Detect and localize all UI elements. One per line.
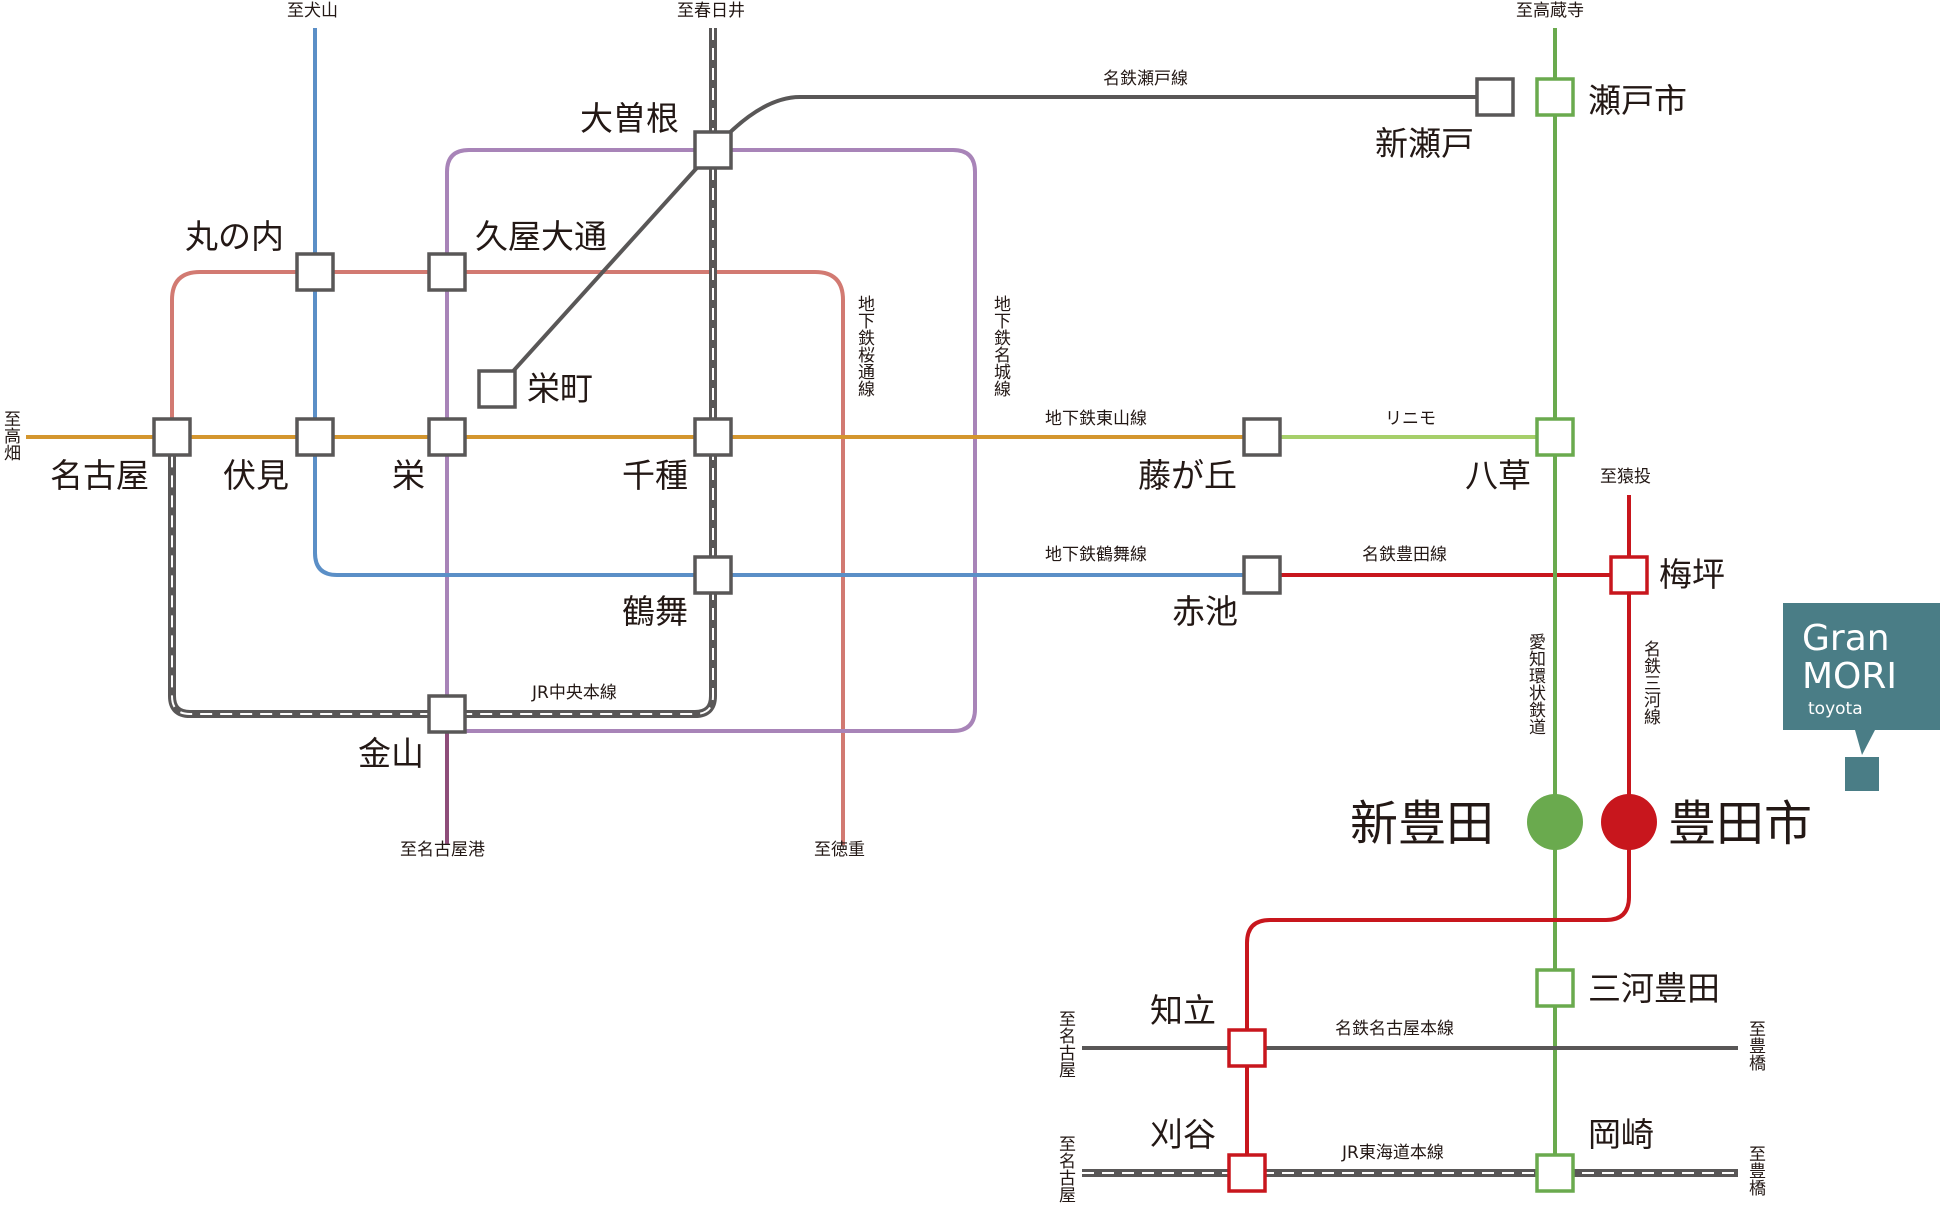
station-yakusa[interactable] xyxy=(1535,417,1575,457)
line-label-linimo: リニモ xyxy=(1385,409,1436,429)
meitetsu-mikawa-line xyxy=(1245,495,1631,1175)
label-yakusa: 八草 xyxy=(1465,456,1531,495)
line-label-meijo: 地下鉄名城線 xyxy=(990,295,1011,397)
dir-sanage: 至猿投 xyxy=(1600,467,1651,487)
station-marunouchi[interactable] xyxy=(295,252,335,292)
station-setoshi[interactable] xyxy=(1535,77,1575,117)
label-fujigaoka: 藤が丘 xyxy=(1138,456,1237,495)
line-label-sakuradori: 地下鉄桜通線 xyxy=(854,295,875,397)
line-label-meitetsu-nagoya-honsen: 名鉄名古屋本線 xyxy=(1335,1019,1454,1039)
station-hisaya[interactable] xyxy=(427,252,467,292)
station-kanayama[interactable] xyxy=(427,694,467,734)
station-nagoya[interactable] xyxy=(152,417,192,457)
line-label-tsurumai: 地下鉄鶴舞線 xyxy=(1045,545,1147,565)
dir-kasugai: 至春日井 xyxy=(677,1,745,21)
dir-kozoji: 至高蔵寺 xyxy=(1516,1,1584,21)
sakaemachi-branch xyxy=(495,148,715,391)
label-chiryu: 知立 xyxy=(1150,991,1216,1030)
line-label-jr-tokaido: JR東海道本線 xyxy=(1341,1143,1444,1163)
logo-mori: MORI xyxy=(1802,656,1897,697)
line-label-jr-chuo: JR中央本線 xyxy=(531,683,617,703)
line-label-aichi-loop: 愛知環状鉄道 xyxy=(1525,633,1546,735)
station-fushimi[interactable] xyxy=(295,417,335,457)
logo-toyota: toyota xyxy=(1808,699,1863,719)
label-mikawatoyota: 三河豊田 xyxy=(1588,969,1720,1008)
station-shintoyota[interactable] xyxy=(1527,794,1583,850)
station-tsurumai[interactable] xyxy=(693,555,733,595)
station-shinseto[interactable] xyxy=(1475,77,1515,117)
logo-marker xyxy=(1845,757,1879,791)
station-sakaemachi[interactable] xyxy=(477,369,517,409)
label-fushimi: 伏見 xyxy=(223,456,289,495)
line-label-meitetsu-toyota: 名鉄豊田線 xyxy=(1362,545,1447,565)
logo-gran: Gran xyxy=(1802,618,1890,659)
dir-nagoyako: 至名古屋港 xyxy=(400,840,485,860)
label-ozone: 大曽根 xyxy=(580,99,679,138)
label-sakae: 栄 xyxy=(392,456,425,495)
label-setoshi: 瀬戸市 xyxy=(1588,81,1687,120)
dir-nagoya-2: 至名古屋 xyxy=(1055,1135,1076,1203)
label-toyotashi: 豊田市 xyxy=(1668,796,1812,852)
label-umetsubo: 梅坪 xyxy=(1659,555,1725,594)
station-kariya[interactable] xyxy=(1227,1153,1267,1193)
granmori-logo: Gran MORI toyota xyxy=(1783,603,1940,791)
station-mikawatoyota[interactable] xyxy=(1535,968,1575,1008)
dir-toyohashi-1: 至豊橋 xyxy=(1745,1020,1766,1072)
line-label-meitetsu-seto: 名鉄瀬戸線 xyxy=(1103,69,1188,89)
dir-takabata: 至高畑 xyxy=(0,410,21,461)
station-ozone[interactable] xyxy=(693,130,733,170)
station-umetsubo[interactable] xyxy=(1609,555,1649,595)
label-shinseto: 新瀬戸 xyxy=(1375,124,1474,163)
sakuradori-line xyxy=(170,270,845,845)
label-nagoya: 名古屋 xyxy=(50,456,149,495)
station-chiryu[interactable] xyxy=(1227,1028,1267,1068)
station-sakae[interactable] xyxy=(427,417,467,457)
label-marunouchi: 丸の内 xyxy=(185,217,284,256)
line-label-higashiyama: 地下鉄東山線 xyxy=(1045,409,1147,429)
line-label-meitetsu-mikawa: 名鉄三河線 xyxy=(1640,640,1661,725)
station-toyotashi[interactable] xyxy=(1601,794,1657,850)
label-sakaemachi: 栄町 xyxy=(527,369,593,408)
label-kariya: 刈谷 xyxy=(1150,1115,1216,1154)
station-akaike[interactable] xyxy=(1242,555,1282,595)
label-chikusa: 千種 xyxy=(622,456,688,495)
station-okazaki[interactable] xyxy=(1535,1153,1575,1193)
dir-tokushige: 至徳重 xyxy=(814,840,865,860)
dir-nagoya-1: 至名古屋 xyxy=(1055,1010,1076,1078)
dir-toyohashi-2: 至豊橋 xyxy=(1745,1145,1766,1197)
label-tsurumai: 鶴舞 xyxy=(622,592,688,631)
station-chikusa[interactable] xyxy=(693,417,733,457)
label-okazaki: 岡崎 xyxy=(1588,1115,1654,1154)
label-hisaya: 久屋大通 xyxy=(475,217,607,256)
dir-inuyama: 至犬山 xyxy=(287,1,338,21)
label-akaike: 赤池 xyxy=(1172,592,1238,631)
tsurumai-line xyxy=(313,28,1265,577)
meijo-line xyxy=(445,148,977,733)
station-fujigaoka[interactable] xyxy=(1242,417,1282,457)
label-kanayama: 金山 xyxy=(358,734,424,773)
label-shintoyota: 新豊田 xyxy=(1350,796,1494,852)
